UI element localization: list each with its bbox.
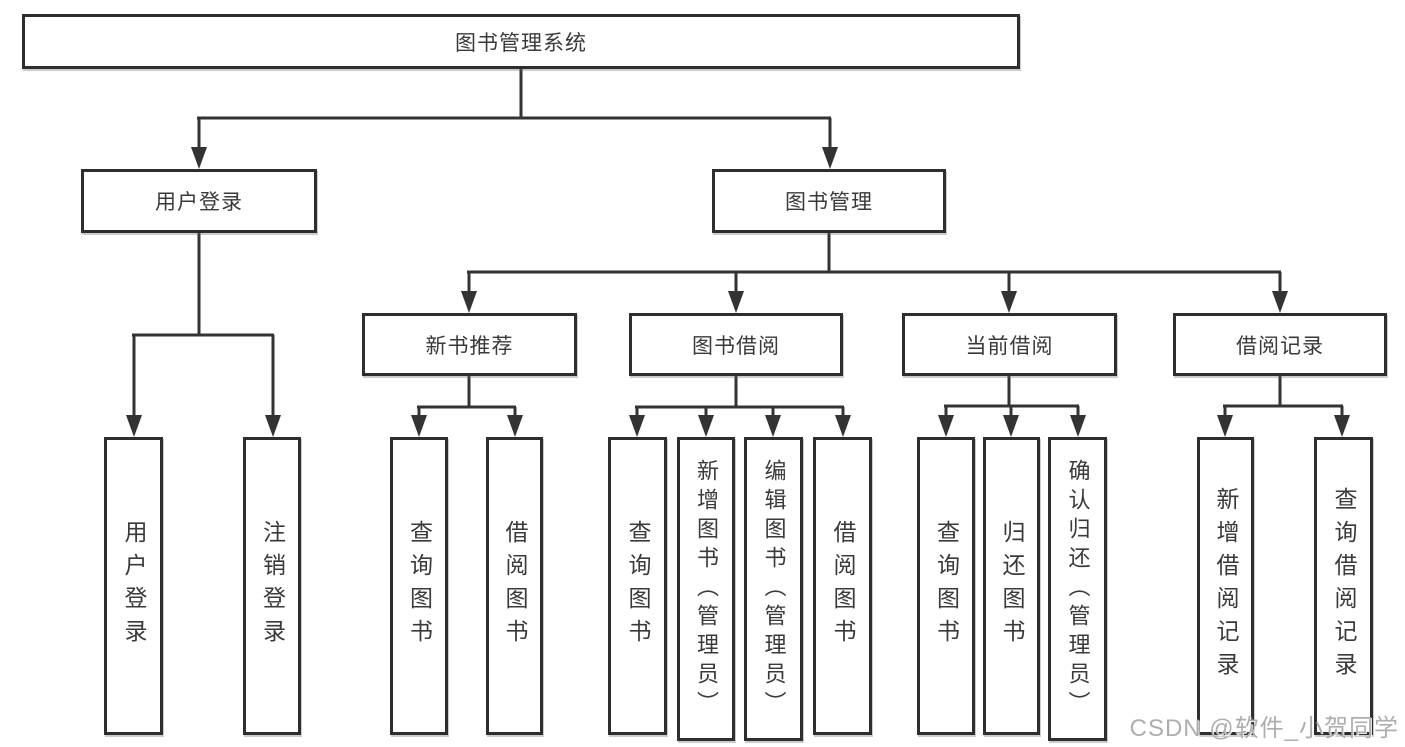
node-borrow-records: 借阅记录 — [1173, 313, 1387, 376]
node-root: 图书管理系统 — [22, 14, 1020, 69]
node-new-book-recommend: 新书推荐 — [362, 313, 577, 376]
node-new-book-recommend-label: 新书推荐 — [425, 334, 514, 358]
leaf-logout-login-label: 注销登录 — [259, 520, 286, 652]
leaf-confirm-return-admin-label: 确认归还（管理员） — [1065, 458, 1091, 720]
node-book-management: 图书管理 — [712, 169, 946, 233]
leaf-edit-books-admin: 编辑图书（管理员） — [744, 437, 803, 741]
leaf-borrow-books: 借阅图书 — [813, 437, 872, 735]
leaf-return-books: 归还图书 — [983, 437, 1040, 735]
leaf-return-books-label: 归还图书 — [999, 520, 1025, 652]
leaf-query-books-recommend: 查询图书 — [390, 437, 448, 735]
leaf-add-borrow-record-label: 新增借阅记录 — [1213, 487, 1239, 685]
leaf-query-books-borrow-label: 查询图书 — [625, 520, 651, 652]
leaf-borrow-books-recommend-label: 借阅图书 — [502, 520, 528, 652]
node-root-label: 图书管理系统 — [455, 31, 587, 55]
csdn-watermark: CSDN @软件_小贺同学 — [1129, 715, 1399, 742]
leaf-query-books-borrow: 查询图书 — [608, 437, 667, 735]
node-borrow-records-label: 借阅记录 — [1236, 334, 1324, 358]
node-book-borrow: 图书借阅 — [629, 313, 843, 376]
node-user-login: 用户登录 — [81, 169, 317, 233]
leaf-query-books-current: 查询图书 — [917, 437, 975, 735]
leaf-borrow-books-recommend: 借阅图书 — [486, 437, 543, 735]
leaf-add-borrow-record: 新增借阅记录 — [1197, 437, 1254, 735]
leaf-confirm-return-admin: 确认归还（管理员） — [1048, 437, 1107, 741]
leaf-user-login: 用户登录 — [104, 437, 163, 735]
node-current-borrow: 当前借阅 — [902, 313, 1117, 376]
leaf-add-books-admin-label: 新增图书（管理员） — [694, 458, 719, 720]
leaf-logout-login: 注销登录 — [243, 437, 301, 735]
node-book-borrow-label: 图书借阅 — [692, 334, 780, 358]
leaf-query-books-current-label: 查询图书 — [933, 520, 960, 652]
leaf-query-books-recommend-label: 查询图书 — [406, 520, 433, 652]
leaf-add-books-admin: 新增图书（管理员） — [677, 437, 735, 741]
node-book-management-label: 图书管理 — [785, 191, 873, 214]
leaf-query-borrow-record-label: 查询借阅记录 — [1331, 487, 1357, 685]
leaf-query-borrow-record: 查询借阅记录 — [1314, 437, 1373, 735]
leaf-borrow-books-label: 借阅图书 — [830, 520, 856, 652]
leaf-edit-books-admin-label: 编辑图书（管理员） — [761, 458, 787, 720]
node-current-borrow-label: 当前借阅 — [965, 334, 1054, 358]
node-user-login-label: 用户登录 — [155, 191, 243, 214]
leaf-user-login-label: 用户登录 — [121, 520, 147, 652]
